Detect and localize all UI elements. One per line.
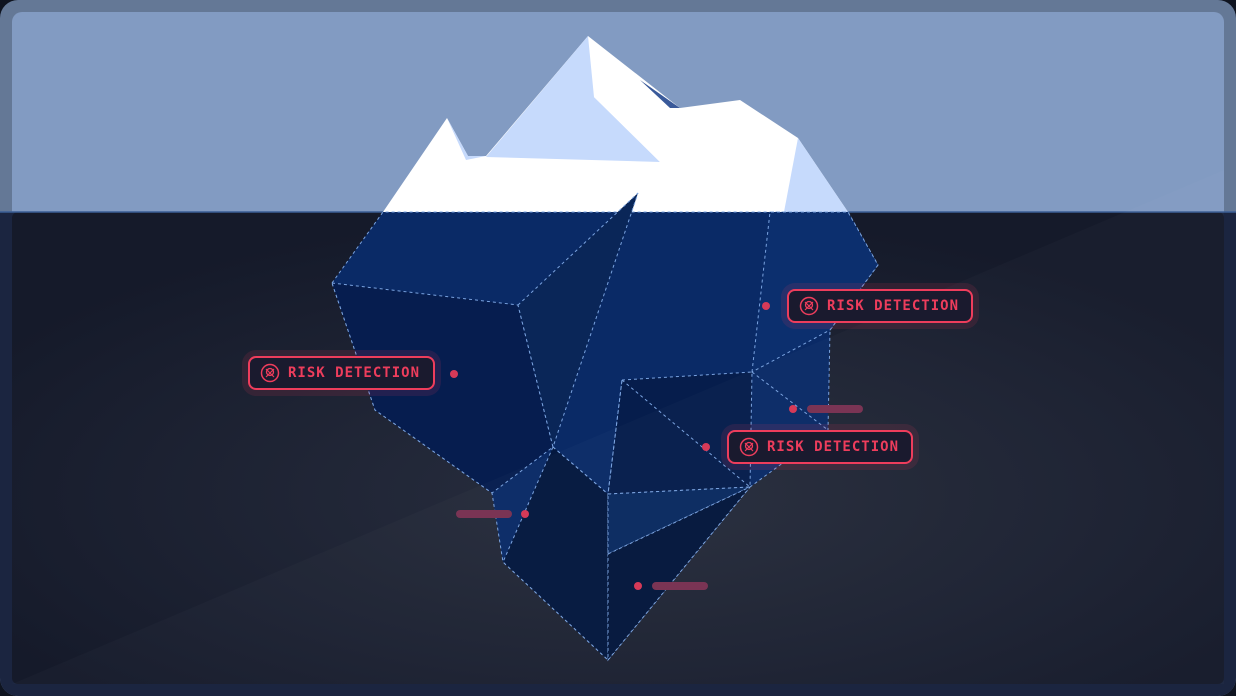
risk-detection-badge[interactable]: RISK DETECTION	[727, 430, 913, 464]
markers	[450, 302, 863, 590]
iceberg-tip	[383, 36, 848, 212]
marker-dot	[634, 582, 642, 590]
badge-label: RISK DETECTION	[288, 365, 421, 381]
marker-dot	[521, 510, 529, 518]
marker-dot	[450, 370, 458, 378]
skull-icon	[260, 363, 280, 383]
marker-dot	[762, 302, 770, 310]
marker-dot	[702, 443, 710, 451]
badge-label: RISK DETECTION	[767, 439, 900, 455]
placeholder-bar	[456, 510, 512, 518]
placeholder-bar	[807, 405, 863, 413]
badge-label: RISK DETECTION	[827, 298, 960, 314]
risk-detection-badge[interactable]: RISK DETECTION	[248, 356, 435, 390]
skull-icon	[739, 437, 759, 457]
marker-dot	[789, 405, 797, 413]
skull-icon	[799, 296, 819, 316]
risk-detection-badge[interactable]: RISK DETECTION	[787, 289, 973, 323]
placeholder-bar	[652, 582, 708, 590]
